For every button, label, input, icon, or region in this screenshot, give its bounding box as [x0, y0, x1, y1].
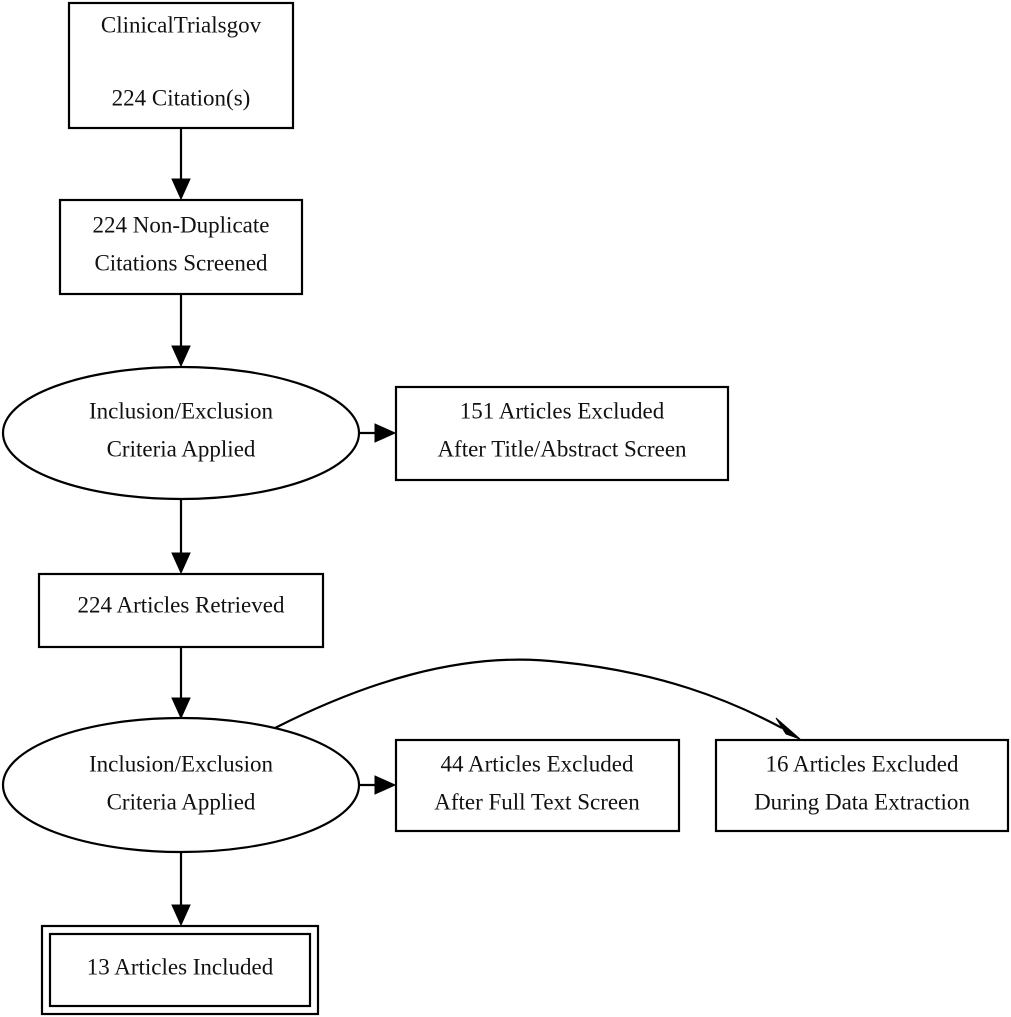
node-source-box: [67, 1, 295, 130]
node-source: ClinicalTrialsgov 224 Citation(s): [67, 1, 295, 130]
node-retrieved-box: [37, 572, 325, 649]
arrowhead-criteria1-to-retrieved: [171, 552, 191, 575]
arrowhead-criteria2-to-excluded-fulltext: [374, 775, 397, 795]
node-criteria2-line1: Inclusion/Exclusion: [89, 751, 273, 776]
node-included-inner-box: [48, 932, 312, 1008]
node-criteria1-ellipse: [1, 365, 361, 501]
node-excluded-title-line2: After Title/Abstract Screen: [437, 436, 687, 461]
node-retrieved-line1: 224 Articles Retrieved: [78, 592, 285, 617]
node-excluded-fulltext-box: [394, 738, 681, 833]
node-criteria2-line2: Criteria Applied: [107, 789, 256, 814]
node-criteria1: Inclusion/Exclusion Criteria Applied: [1, 365, 361, 501]
arrowhead-retrieved-to-criteria2: [171, 697, 191, 720]
arrowhead-criteria1-to-excluded-title: [374, 423, 397, 443]
edge-criteria2-to-excluded-extraction: [274, 658, 783, 729]
node-excluded-fulltext-line2: After Full Text Screen: [434, 789, 640, 814]
node-excluded-extraction: 16 Articles Excluded During Data Extract…: [714, 738, 1010, 833]
node-criteria2-ellipse: [1, 716, 361, 854]
node-excluded-extraction-line1: 16 Articles Excluded: [766, 751, 959, 776]
node-screened-box: [58, 198, 304, 296]
node-excluded-title-line1: 151 Articles Excluded: [460, 398, 665, 423]
node-screened-line2: Citations Screened: [94, 250, 268, 275]
edges: [171, 128, 801, 927]
node-criteria2: Inclusion/Exclusion Criteria Applied: [1, 716, 361, 854]
node-retrieved: 224 Articles Retrieved: [37, 572, 325, 649]
arrowhead-criteria2-to-included: [171, 904, 191, 927]
arrowhead-source-to-screened: [171, 178, 191, 201]
node-criteria1-line1: Inclusion/Exclusion: [89, 398, 273, 423]
node-included-line1: 13 Articles Included: [87, 954, 274, 979]
node-source-title: ClinicalTrialsgov: [101, 12, 262, 37]
node-excluded-fulltext: 44 Articles Excluded After Full Text Scr…: [394, 738, 681, 833]
node-criteria1-line2: Criteria Applied: [107, 436, 256, 461]
node-source-count: 224 Citation(s): [112, 85, 251, 110]
arrowhead-screened-to-criteria1: [171, 345, 191, 368]
node-excluded-title-box: [394, 385, 730, 482]
node-screened: 224 Non-Duplicate Citations Screened: [58, 198, 304, 296]
node-excluded-extraction-line2: During Data Extraction: [754, 789, 970, 814]
node-included: 13 Articles Included: [40, 924, 320, 1016]
node-excluded-extraction-box: [714, 738, 1010, 833]
node-screened-line1: 224 Non-Duplicate: [93, 212, 270, 237]
arrowhead-criteria2-to-excluded-extraction: [775, 717, 801, 740]
node-excluded-title: 151 Articles Excluded After Title/Abstra…: [394, 385, 730, 482]
node-excluded-fulltext-line1: 44 Articles Excluded: [441, 751, 634, 776]
